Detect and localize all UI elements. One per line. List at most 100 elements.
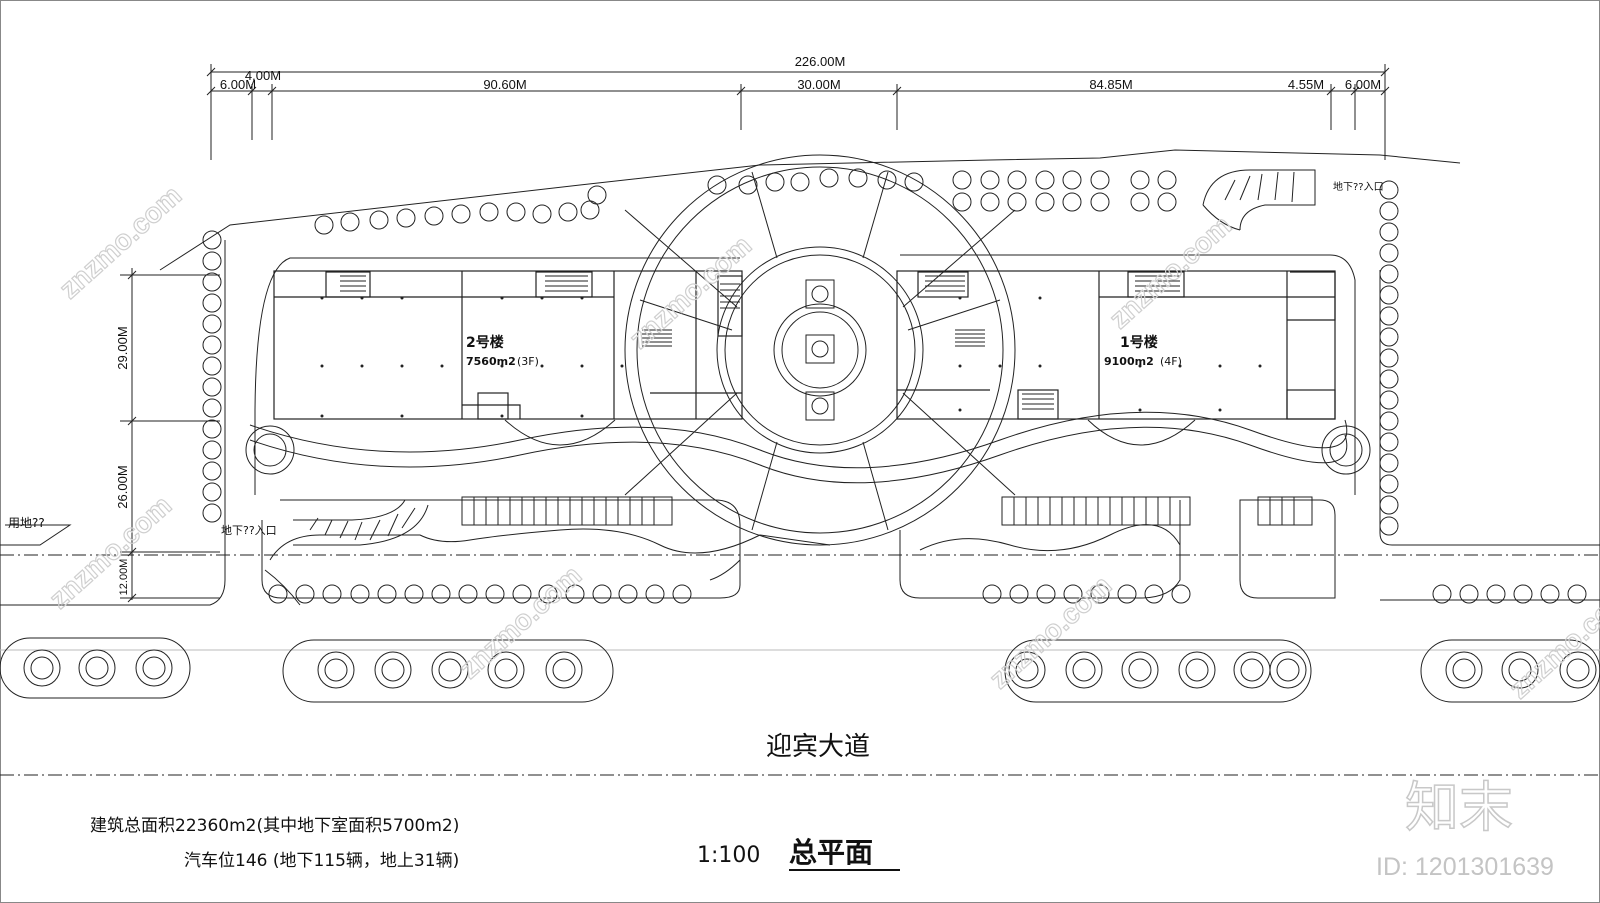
shrub — [1090, 192, 1110, 212]
street-tree — [374, 651, 412, 689]
drawing-notes: 建筑总面积22360m2(其中地下室面积5700m2) 汽车位146 (地下11… — [90, 816, 900, 871]
building-2-name: 2号楼 — [466, 334, 504, 351]
street-tree — [1445, 651, 1483, 689]
underground-entrance-left: 地下??入口 — [221, 524, 277, 537]
shrub — [1379, 201, 1399, 221]
dim-seg-6: 4.55M — [1288, 77, 1324, 92]
street-tree-core — [1566, 658, 1590, 682]
shrub — [202, 482, 222, 502]
street-tree-core — [324, 658, 348, 682]
shrub — [202, 503, 222, 523]
shrub — [350, 584, 370, 604]
street-tree-core — [30, 656, 54, 680]
shrub — [538, 584, 558, 604]
shrub — [592, 584, 612, 604]
street-tree-core — [142, 656, 166, 680]
shrub — [202, 356, 222, 376]
shrub — [982, 584, 1002, 604]
shrub — [1379, 222, 1399, 242]
dim-seg-3: 90.60M — [483, 77, 526, 92]
shrub — [618, 584, 638, 604]
shrub — [672, 584, 692, 604]
shrub — [1090, 170, 1110, 190]
shrub — [1379, 264, 1399, 284]
building-1-floors: (4F) — [1160, 355, 1182, 368]
shrub — [1379, 285, 1399, 305]
tree-symbols — [23, 168, 1597, 689]
corner-circles — [245, 425, 1371, 475]
shrub — [1007, 170, 1027, 190]
shrub — [1513, 584, 1533, 604]
dim-seg-1: 6.00M — [220, 77, 256, 92]
shrub — [1157, 192, 1177, 212]
shrub — [952, 192, 972, 212]
shrub — [877, 170, 897, 190]
building-1-outline — [896, 270, 1336, 420]
shrub — [1036, 584, 1056, 604]
shrub — [1379, 327, 1399, 347]
shrub — [340, 212, 360, 232]
shrub — [202, 293, 222, 313]
shrub — [1379, 369, 1399, 389]
dim-vert-26: 26.00M — [115, 465, 130, 508]
shrub — [202, 251, 222, 271]
street-tree-core — [552, 658, 576, 682]
shrub — [790, 172, 810, 192]
dim-vert-12: 12.00M — [118, 559, 130, 596]
shrub — [1117, 584, 1137, 604]
dim-seg-5: 84.85M — [1089, 77, 1132, 92]
street-tree — [1065, 651, 1103, 689]
shrub — [1007, 192, 1027, 212]
shrub — [1009, 584, 1029, 604]
building-2-stairs — [340, 275, 740, 347]
shrub — [1379, 390, 1399, 410]
land-use-label: 用地?? — [8, 516, 45, 530]
shrub — [1379, 432, 1399, 452]
shrub — [1379, 516, 1399, 536]
shrub — [819, 168, 839, 188]
street-tree — [135, 649, 173, 687]
shrub — [1379, 411, 1399, 431]
street-tree — [1559, 651, 1597, 689]
shrub — [1432, 584, 1452, 604]
shrub — [904, 172, 924, 192]
street-tree-core — [1508, 658, 1532, 682]
shrub — [512, 584, 532, 604]
shrub — [738, 175, 758, 195]
dim-seg-7: 6.00M — [1345, 77, 1381, 92]
street-tree-core — [85, 656, 109, 680]
shrub — [558, 202, 578, 222]
shrub — [458, 584, 478, 604]
shrub — [1379, 243, 1399, 263]
shrub — [952, 170, 972, 190]
shrub — [396, 208, 416, 228]
street-tree — [1501, 651, 1539, 689]
building-2-floors: (3F) — [517, 355, 539, 368]
building-labels: 2号楼 7560m2 (3F) 1号楼 9100m2 (4F) — [466, 334, 1182, 368]
shrub — [1379, 180, 1399, 200]
shrub — [202, 230, 222, 250]
shrub — [532, 204, 552, 224]
shrub — [1379, 453, 1399, 473]
shrub — [268, 584, 288, 604]
shrub — [1090, 584, 1110, 604]
brand-mark: 知末 ID: 1201301639 — [1376, 775, 1554, 881]
shrub — [765, 172, 785, 192]
street-tree-core — [381, 658, 405, 682]
shrub — [1379, 306, 1399, 326]
street-tree-core — [1276, 658, 1300, 682]
shrub — [707, 175, 727, 195]
brand-id: ID: 1201301639 — [1376, 853, 1554, 881]
shrub — [322, 584, 342, 604]
shrub — [202, 377, 222, 397]
brand-logo: 知末 — [1405, 776, 1513, 839]
dim-vert-29: 29.00M — [115, 326, 130, 369]
street-tree — [1121, 651, 1159, 689]
shrub — [479, 202, 499, 222]
street-tree-core — [494, 658, 518, 682]
dim-overall: 226.00M — [795, 54, 846, 69]
shrub — [1035, 170, 1055, 190]
street-tree — [1269, 651, 1307, 689]
shrub — [377, 584, 397, 604]
